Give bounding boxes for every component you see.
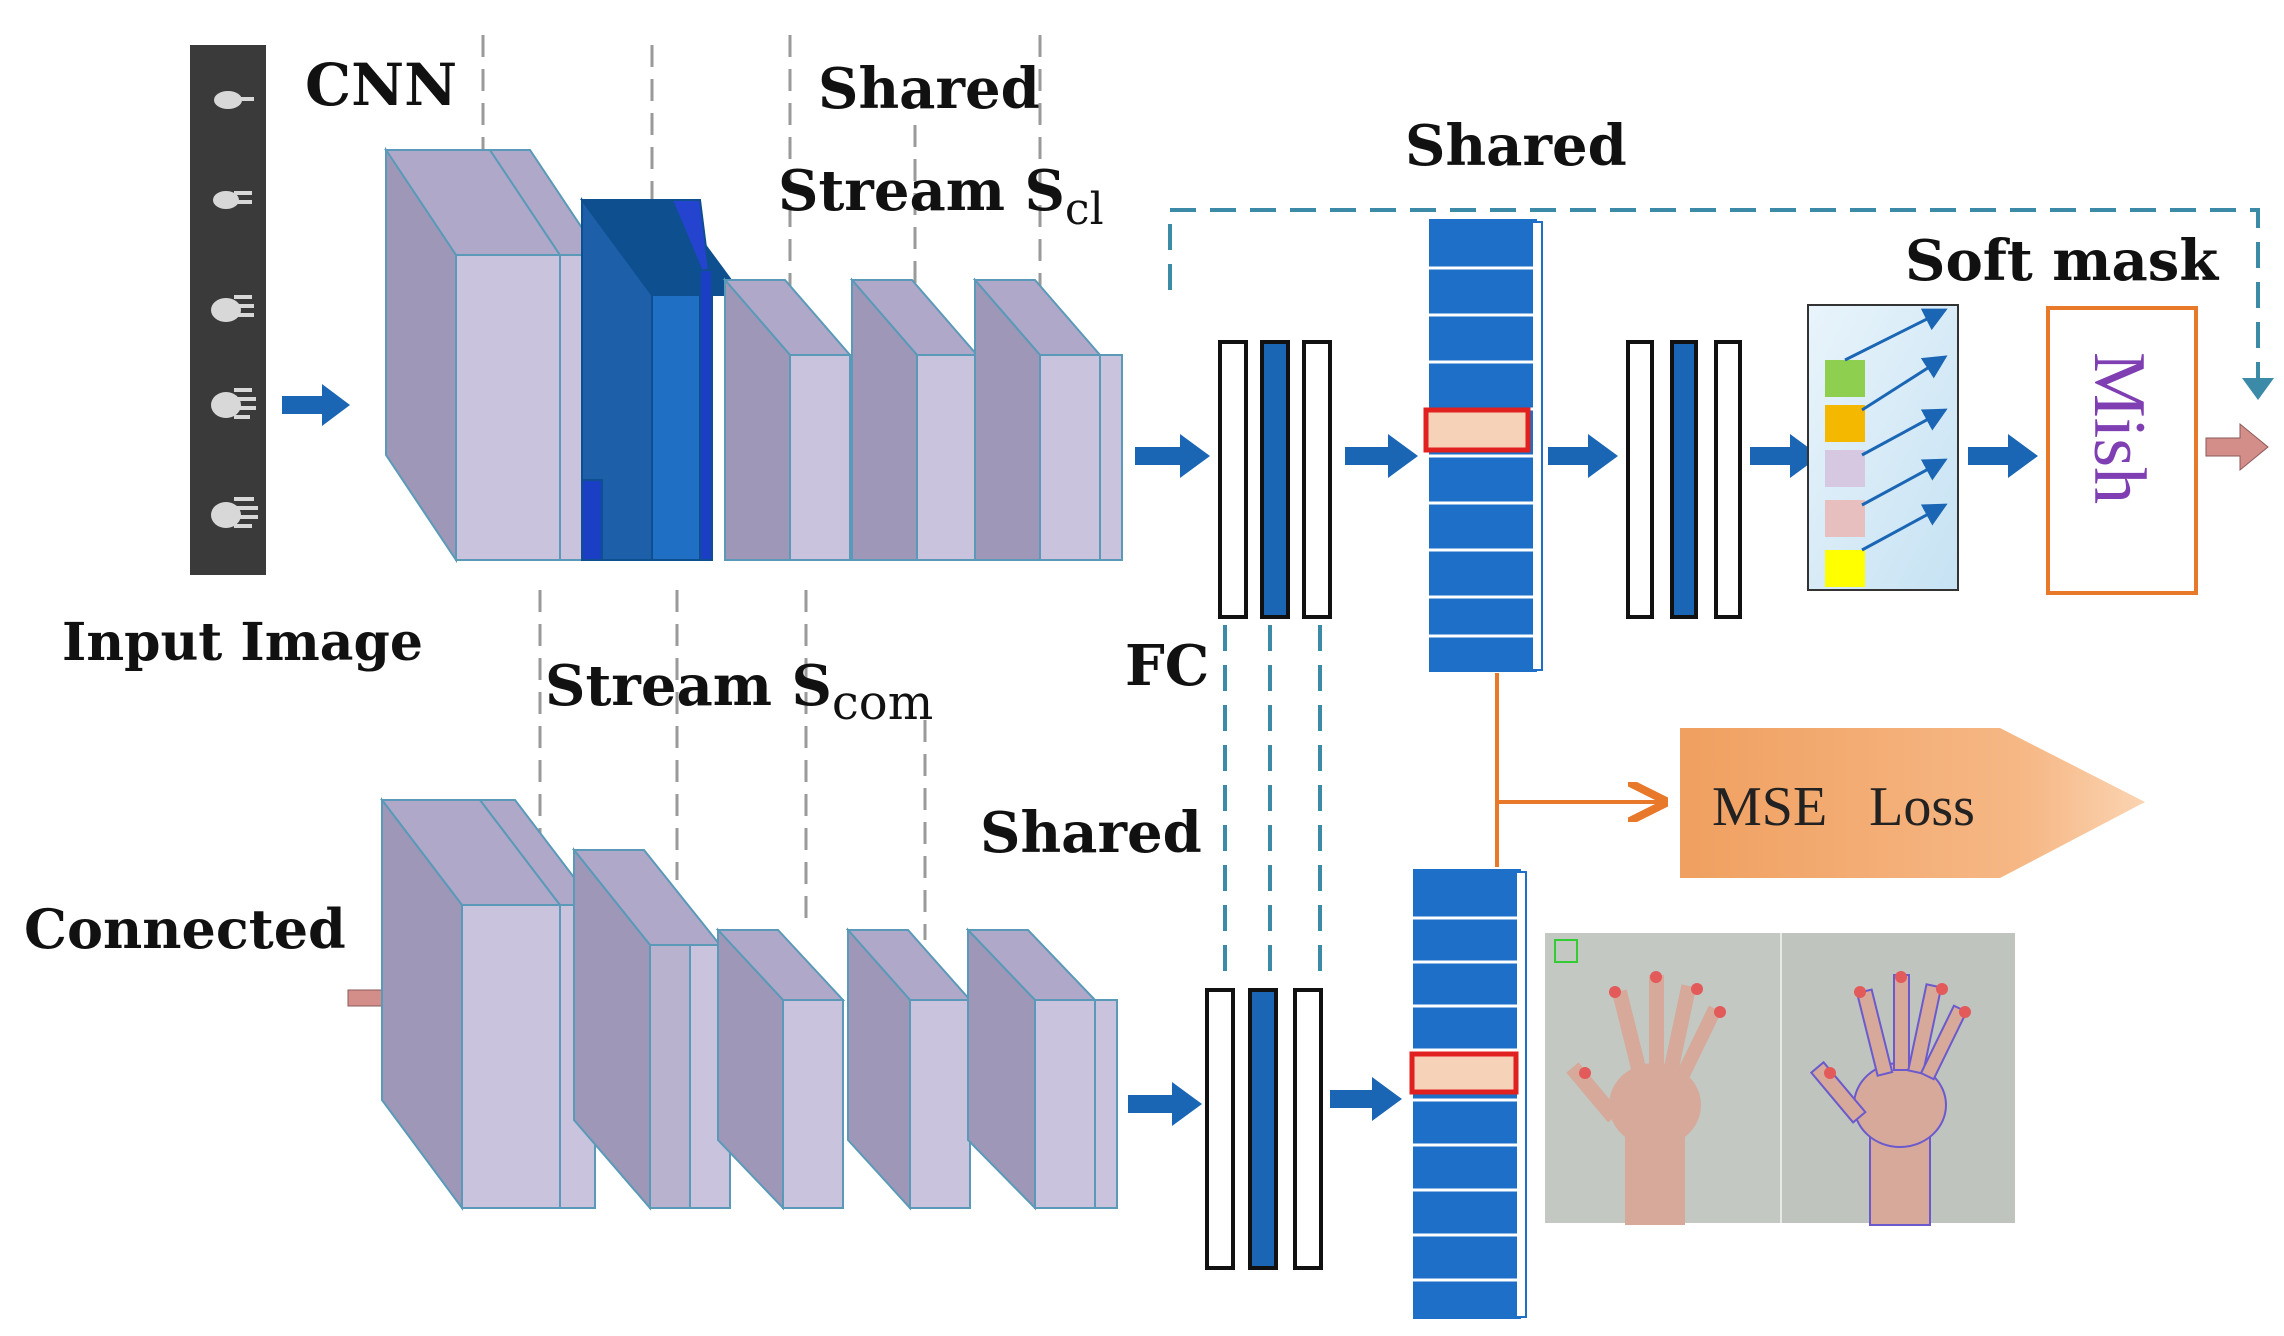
hand-photo-right <box>1809 974 1968 1226</box>
soft-mask-panel <box>1807 304 1959 591</box>
arrow-to-fc-bottom <box>1128 1082 1202 1126</box>
bottom-block-2 <box>571 847 731 1211</box>
arrow-to-mish <box>1968 434 2038 478</box>
arrow-to-soft-mask <box>1750 434 1820 478</box>
arrow-to-feature-top <box>1345 434 1418 478</box>
fc-bottom <box>1205 988 1323 1270</box>
cnn-block-4 <box>849 277 980 561</box>
highlight-cell-bottom <box>1409 1051 1519 1095</box>
hand-icon <box>211 388 256 419</box>
bottom-block-4 <box>845 927 973 1211</box>
fc-top <box>1218 340 1332 619</box>
cnn-block-1 <box>384 146 562 564</box>
arrow-input <box>282 384 350 426</box>
soft-cell-3 <box>1825 450 1865 487</box>
soft-cell-1 <box>1825 360 1865 397</box>
hand-photo-left <box>1566 975 1722 1225</box>
cnn-block-blue <box>580 196 744 561</box>
highlight-cell-top <box>1423 407 1531 453</box>
hand-icon <box>213 191 252 209</box>
mish-box <box>2046 306 2198 595</box>
fc-mask <box>1626 340 1742 619</box>
mse-connection <box>1495 673 1660 882</box>
cnn-label: CNN <box>305 51 457 119</box>
input-image-label: Input Image <box>62 612 423 673</box>
skip-arrowhead <box>2242 378 2274 400</box>
bottom-block-3 <box>715 927 846 1211</box>
arrow-to-fc-mask <box>1548 434 1618 478</box>
soft-cell-2 <box>1825 405 1865 442</box>
fc-label: FC <box>1125 633 1209 699</box>
bottom-block-1 <box>379 797 598 1212</box>
soft-mask-label: Soft mask <box>1905 228 2219 294</box>
connected-label: Connected <box>24 897 346 961</box>
soft-mask-arrows-icon <box>1844 308 1948 552</box>
shared-bottom-label: Shared <box>980 800 1202 866</box>
bottom-block-5 <box>965 927 1118 1211</box>
hand-icon <box>214 91 254 109</box>
hand-icon <box>211 497 258 528</box>
mse-loss-label: MSE Loss <box>1712 776 1975 838</box>
mse-loss-shape <box>1680 728 2145 878</box>
fc-shared-links <box>1223 625 1322 985</box>
shared-top-label: Shared <box>1405 113 1627 179</box>
stream-com-label: Stream Scom <box>545 653 933 731</box>
soft-cell-5 <box>1825 550 1865 587</box>
feature-vector-top <box>1423 217 1543 674</box>
shared-stream-label-line1: Shared <box>818 56 1040 122</box>
column-guides <box>481 35 1042 940</box>
cnn-block-3 <box>722 277 853 561</box>
soft-mask-skip-connection <box>1168 208 2260 380</box>
feature-vector-bottom <box>1409 867 1527 1321</box>
soft-cell-4 <box>1825 500 1865 537</box>
cnn-block-5 <box>972 277 1123 561</box>
arrow-to-feature-bottom <box>1330 1077 1402 1121</box>
input-image-strip <box>190 45 266 575</box>
arrow-output <box>2205 422 2269 472</box>
hand-icon <box>211 295 254 322</box>
arrow-to-fc-top <box>1135 434 1210 478</box>
shared-stream-label-line2: Stream Scl <box>778 158 1104 235</box>
mish-label: Mish <box>2078 352 2160 504</box>
hand-photo-pair <box>1545 933 2015 1226</box>
detection-box-icon <box>1554 939 1578 963</box>
